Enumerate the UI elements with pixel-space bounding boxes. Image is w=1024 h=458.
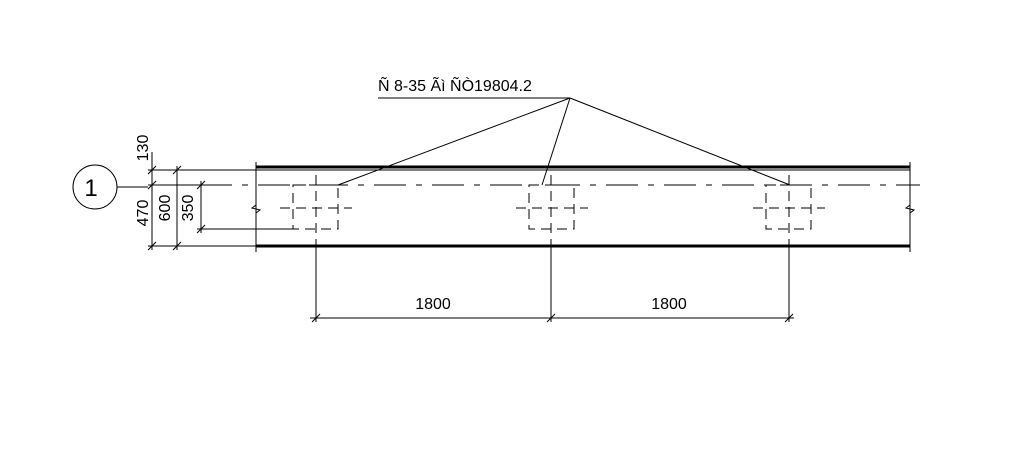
axis-marker-label: 1 [84, 175, 97, 202]
dim-tick-total-bottom [172, 241, 182, 251]
opening-left [280, 175, 352, 242]
dim-chain-horizontal: 1800 1800 [310, 242, 794, 323]
opening-middle [516, 175, 588, 242]
beam [250, 162, 916, 252]
dim-bottom-offset-label: 470 [135, 200, 152, 227]
dim-tick-opening-bottom [196, 224, 206, 234]
dim-opening-height: 350 [180, 180, 293, 234]
dim-spacing-left-label: 1800 [415, 296, 451, 313]
beam-left-break-mark [250, 204, 262, 214]
opening-right [753, 175, 825, 242]
beam-right-break-mark [904, 204, 916, 214]
dim-tick-top [147, 165, 157, 175]
leader-line-middle [541, 97, 571, 186]
leader-note: Ñ 8-35 Ãì ÑÒ19804.2 [337, 75, 791, 186]
dim-chain-vertical-outer: 130 470 [135, 135, 256, 251]
dim-tick-bottom [147, 241, 157, 251]
leader-line-right [569, 97, 791, 186]
dim-tick-opening-top [196, 180, 206, 190]
dim-total-height-label: 600 [157, 195, 174, 222]
dim-tick-middle [546, 313, 556, 323]
dim-total-height: 600 [157, 165, 182, 251]
leader-note-text: Ñ 8-35 Ãì ÑÒ19804.2 [378, 75, 532, 95]
dim-tick-left [311, 313, 321, 323]
leader-line-left [337, 97, 571, 186]
dim-tick-right [784, 313, 794, 323]
axis-marker: 1 [72, 164, 148, 210]
dim-opening-height-label: 350 [180, 195, 197, 222]
dim-tick-total-top [172, 165, 182, 175]
dim-top-offset-label: 130 [135, 135, 152, 162]
dim-spacing-right-label: 1800 [651, 296, 687, 313]
dim-tick-center [147, 180, 157, 190]
